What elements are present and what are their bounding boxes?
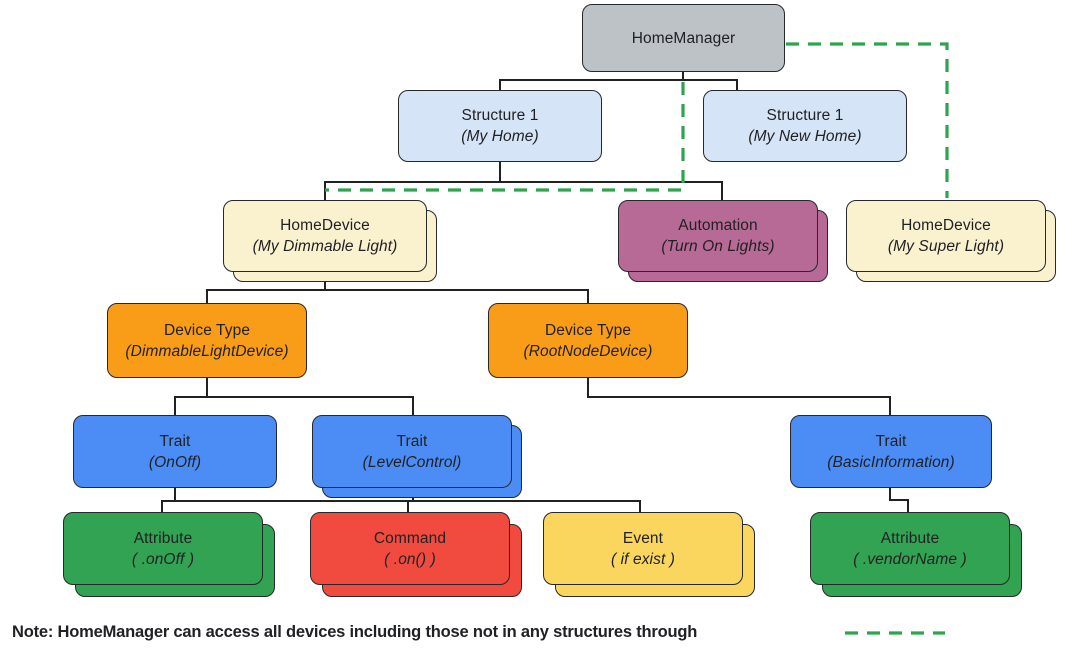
connector-homemanager-structures [499, 72, 738, 90]
node-title: Automation [678, 217, 758, 234]
node-subtitle: (DimmableLightDevice) [125, 342, 289, 360]
connector-devicetype1-traits [174, 378, 414, 415]
node-home-device-2: HomeDevice (My Super Light) [846, 200, 1046, 272]
node-title: Trait [396, 432, 428, 450]
node-subtitle: (My Dimmable Light) [252, 238, 398, 255]
connector-devicetype2-trait [587, 378, 891, 415]
node-title: Attribute [133, 529, 193, 547]
node-title: HomeDevice [280, 217, 370, 234]
node-device-type-1: Device Type (DimmableLightDevice) [107, 303, 307, 378]
node-title: Structure 1 [461, 107, 539, 124]
node-subtitle: ( if exist ) [610, 550, 676, 568]
node-subtitle: (LevelControl) [362, 453, 462, 471]
node-trait-levelcontrol: Trait (LevelControl) [312, 415, 512, 488]
node-title: Trait [159, 432, 191, 450]
node-trait-onoff: Trait (OnOff) [73, 415, 277, 488]
node-home-manager: HomeManager [582, 4, 785, 72]
node-title: Event [622, 529, 664, 547]
node-command-on: Command ( .on() ) [310, 512, 510, 585]
node-subtitle: ( .vendorName ) [853, 550, 967, 568]
node-title: Structure 1 [766, 107, 844, 124]
node-title: Trait [875, 432, 907, 450]
node-subtitle: (Turn On Lights) [661, 238, 775, 255]
node-automation: Automation (Turn On Lights) [618, 200, 818, 272]
node-subtitle: (RootNodeDevice) [523, 342, 653, 360]
node-subtitle: ( .on() ) [384, 550, 436, 568]
node-subtitle: (My New Home) [748, 128, 862, 145]
node-event-ifexist: Event ( if exist ) [543, 512, 743, 585]
node-subtitle: ( .onOff ) [131, 550, 195, 568]
node-title: HomeDevice [901, 217, 991, 234]
footer-note-text: Note: HomeManager can access all devices… [12, 623, 698, 641]
node-structure-1: Structure 1 (My Home) [398, 90, 602, 162]
node-structure-2: Structure 1 (My New Home) [703, 90, 907, 162]
node-title: Attribute [880, 529, 940, 547]
node-trait-basicinformation: Trait (BasicInformation) [790, 415, 992, 488]
node-title: Device Type [163, 321, 251, 339]
node-subtitle: (OnOff) [148, 453, 202, 471]
connector-structure1-children [324, 162, 723, 200]
node-title: HomeManager [631, 29, 736, 47]
direct-access-dashed-line-right [786, 42, 949, 198]
node-attribute-vendorname: Attribute ( .vendorName ) [810, 512, 1010, 585]
node-attribute-onoff: Attribute ( .onOff ) [63, 512, 263, 585]
node-home-device-1: HomeDevice (My Dimmable Light) [223, 200, 427, 272]
node-device-type-2: Device Type (RootNodeDevice) [488, 303, 688, 378]
node-subtitle: (BasicInformation) [827, 453, 955, 471]
node-title: Device Type [544, 321, 632, 339]
connector-basicinfo-attribute [889, 488, 909, 512]
node-subtitle: (My Home) [461, 128, 539, 145]
node-title: Command [373, 529, 447, 547]
footer-note: Note: HomeManager can access all devices… [12, 623, 832, 642]
node-subtitle: (My Super Light) [887, 238, 1005, 255]
